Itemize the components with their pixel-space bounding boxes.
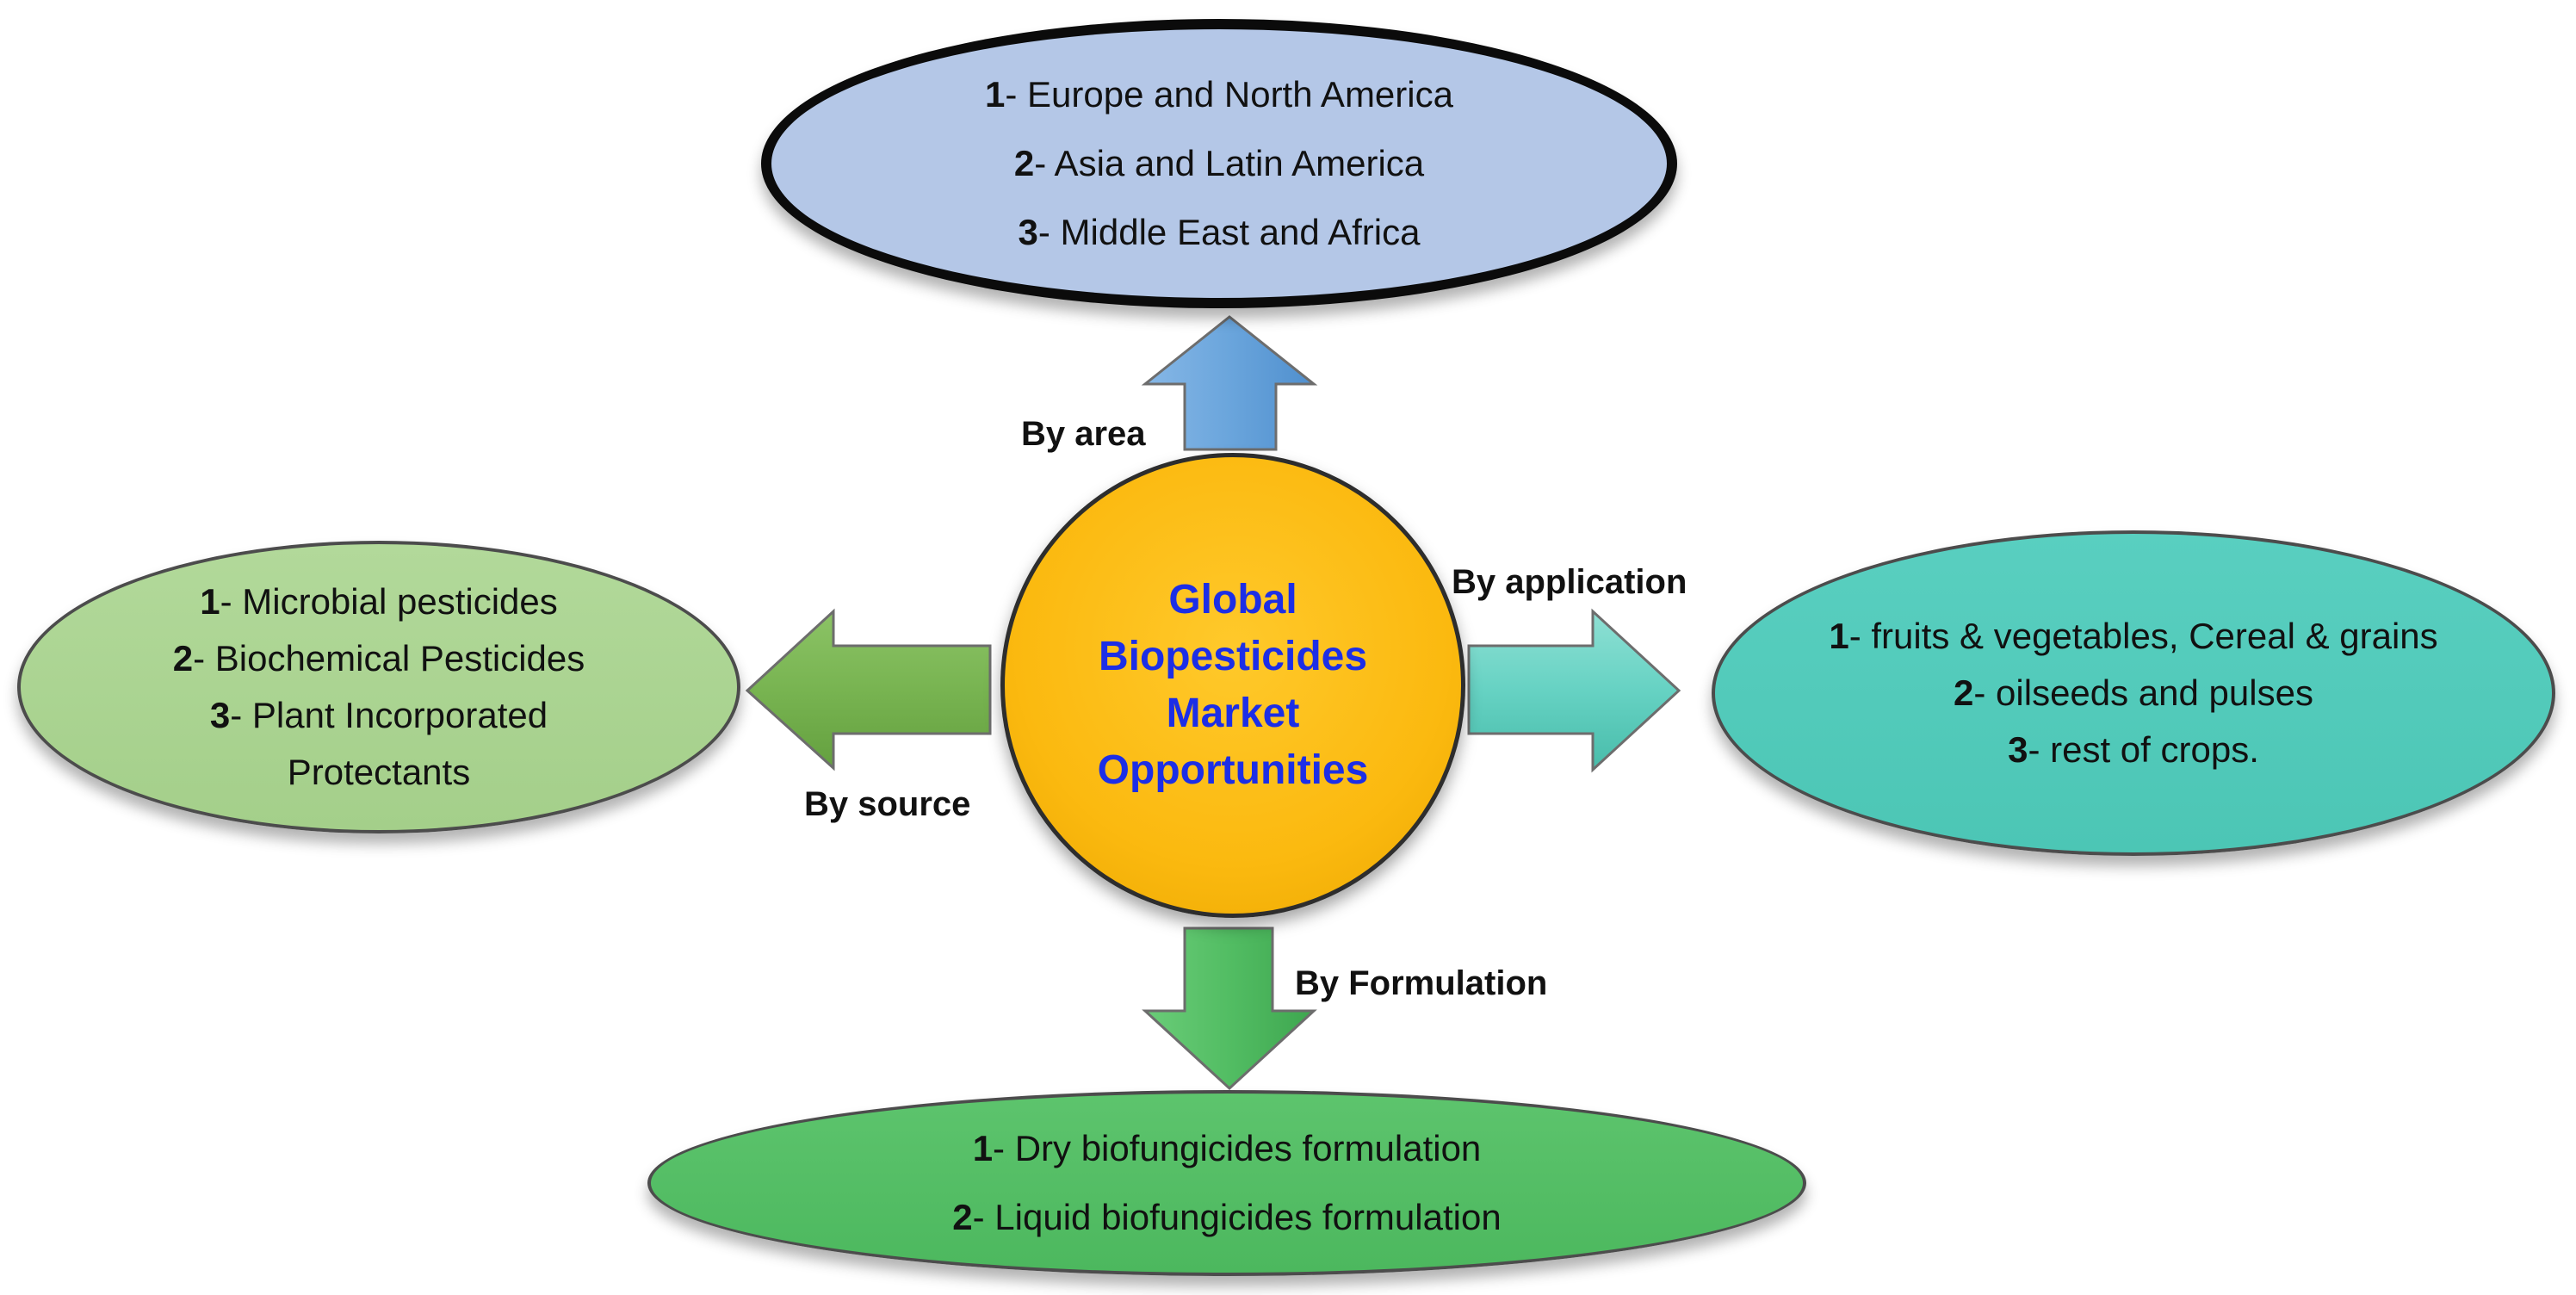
label-by-application: By application xyxy=(1452,563,1687,601)
application-item-1: 1- fruits & vegetables, Cereal & grains xyxy=(1829,608,2437,665)
application-item-3: 3- rest of crops. xyxy=(2008,722,2259,778)
source-item-2-number: 2 xyxy=(172,638,194,678)
application-item-2: 2- oilseeds and pulses xyxy=(1954,665,2313,722)
application-item-2-number: 2 xyxy=(1954,672,1974,713)
application-oval: 1- fruits & vegetables, Cereal & grains … xyxy=(1712,530,2555,856)
area-item-2-text: - Asia and Latin America xyxy=(1034,143,1425,183)
area-item-1-number: 1 xyxy=(985,74,1006,115)
arrow-down-formulation xyxy=(1142,926,1317,1091)
source-item-1: 1- Microbial pesticides xyxy=(200,573,558,630)
application-item-1-text: - fruits & vegetables, Cereal & grains xyxy=(1848,616,2438,656)
application-item-3-text: - rest of crops. xyxy=(2028,729,2259,770)
area-item-3-text: - Middle East and Africa xyxy=(1037,212,1421,252)
arrow-right-application xyxy=(1467,608,1681,773)
area-oval: 1- Europe and North America 2- Asia and … xyxy=(761,19,1677,308)
formulation-oval: 1- Dry biofungicides formulation 2- Liqu… xyxy=(647,1090,1806,1276)
label-by-formulation: By Formulation xyxy=(1295,964,1548,1002)
source-item-1-text: - Microbial pesticides xyxy=(220,581,558,622)
source-oval: 1- Microbial pesticides 2- Biochemical P… xyxy=(17,541,740,833)
area-item-1-text: - Europe and North America xyxy=(1005,74,1453,115)
application-item-1-number: 1 xyxy=(1829,616,1849,656)
label-by-source: By source xyxy=(804,785,971,823)
area-item-2-number: 2 xyxy=(1013,143,1035,183)
source-item-3: 3- Plant Incorporated Protectants xyxy=(138,687,620,801)
area-item-3: 3- Middle East and Africa xyxy=(1019,198,1421,267)
center-title: Global Biopesticides Market Opportunitie… xyxy=(1097,577,1369,793)
formulation-item-2-text: - Liquid biofungicides formulation xyxy=(972,1197,1502,1237)
area-item-3-number: 3 xyxy=(1018,212,1038,252)
source-item-3-text: - Plant Incorporated Protectants xyxy=(230,695,548,792)
formulation-item-2: 2- Liquid biofungicides formulation xyxy=(952,1183,1501,1252)
area-item-1: 1- Europe and North America xyxy=(985,60,1453,129)
source-item-2: 2- Biochemical Pesticides xyxy=(173,630,585,687)
formulation-item-2-number: 2 xyxy=(952,1197,973,1237)
label-by-area: By area xyxy=(1021,415,1146,453)
application-item-3-number: 3 xyxy=(2008,729,2028,770)
arrow-up-area xyxy=(1141,315,1318,451)
source-item-2-text: - Biochemical Pesticides xyxy=(193,638,585,678)
area-item-2: 2- Asia and Latin America xyxy=(1014,129,1424,198)
application-item-2-text: - oilseeds and pulses xyxy=(1973,672,2313,713)
formulation-item-1: 1- Dry biofungicides formulation xyxy=(973,1114,1482,1183)
formulation-item-1-number: 1 xyxy=(972,1128,994,1168)
source-item-3-number: 3 xyxy=(209,695,231,735)
formulation-item-1-text: - Dry biofungicides formulation xyxy=(993,1128,1482,1168)
source-item-1-number: 1 xyxy=(200,581,220,622)
arrow-left-source xyxy=(745,608,992,771)
center-hub-circle: Global Biopesticides Market Opportunitie… xyxy=(1000,453,1465,918)
